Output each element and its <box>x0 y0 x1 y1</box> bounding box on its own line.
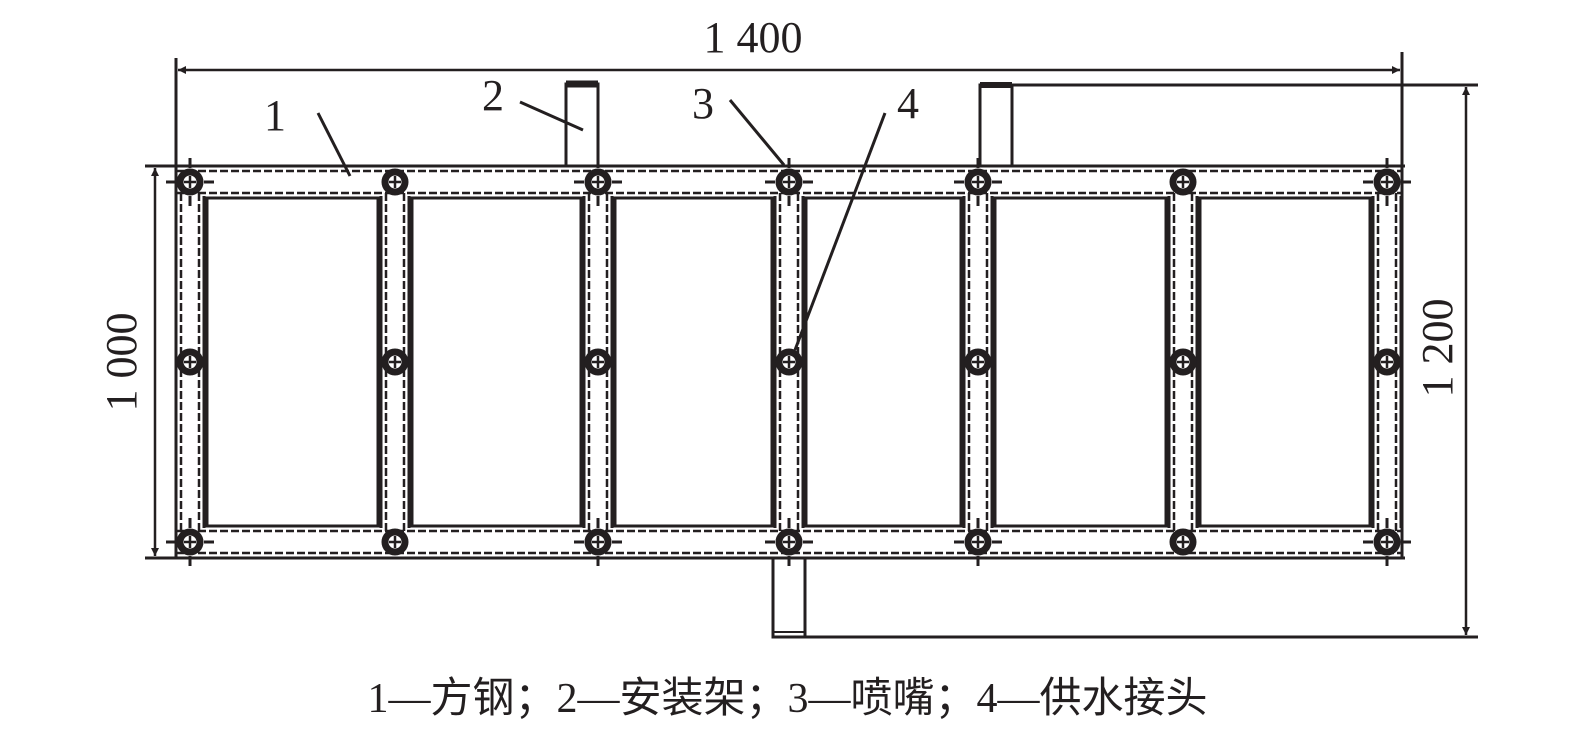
frame-opening <box>993 196 1168 528</box>
nozzle-icon <box>954 518 1002 566</box>
nozzle-icon <box>381 528 409 556</box>
callout-4: 4 <box>897 79 919 128</box>
dimension-width <box>174 52 1404 166</box>
frame-opening <box>613 196 774 528</box>
leader-line-4 <box>793 112 887 351</box>
nozzle-icon <box>176 348 204 376</box>
nozzle-icon <box>584 348 612 376</box>
nozzle-icon <box>166 158 214 206</box>
frame-opening <box>410 196 583 528</box>
frame-opening <box>1198 196 1372 528</box>
mounting-bracket-top-right <box>978 82 1014 168</box>
nozzle-icon <box>765 518 813 566</box>
mounting-bracket-bottom <box>771 556 807 639</box>
leader-line-1 <box>316 112 352 177</box>
nozzle-icon <box>574 518 622 566</box>
nozzle-icon <box>1363 518 1411 566</box>
nozzle-icon <box>1169 528 1197 556</box>
nozzle-icon <box>574 158 622 206</box>
callout-2: 2 <box>482 71 504 120</box>
nozzle-icon <box>1373 348 1401 376</box>
frame-opening <box>205 196 380 528</box>
depth-dimension-label: 1 000 <box>97 313 146 412</box>
dimension-overall <box>805 83 1478 639</box>
nozzle-icon <box>1169 348 1197 376</box>
dimension-depth <box>145 164 176 560</box>
nozzle-icon <box>1169 168 1197 196</box>
width-dimension-label: 1 400 <box>704 13 803 62</box>
frame-opening <box>804 196 963 528</box>
leader-line-3 <box>728 99 786 166</box>
figure-caption: 1—方钢；2—安装架；3—喷嘴；4—供水接头 <box>367 676 1208 722</box>
callout-3: 3 <box>692 79 714 128</box>
overall-dimension-label: 1 200 <box>1413 299 1462 398</box>
nozzle-icon <box>964 348 992 376</box>
nozzle-icon <box>954 158 1002 206</box>
nozzle-icon <box>381 168 409 196</box>
leader-line-2 <box>519 100 584 132</box>
callout-1: 1 <box>264 91 286 140</box>
nozzle-icon <box>765 158 813 206</box>
nozzle-icon <box>775 348 803 376</box>
nozzle-icon <box>166 518 214 566</box>
nozzle-icon <box>381 348 409 376</box>
nozzle-icon <box>1363 158 1411 206</box>
